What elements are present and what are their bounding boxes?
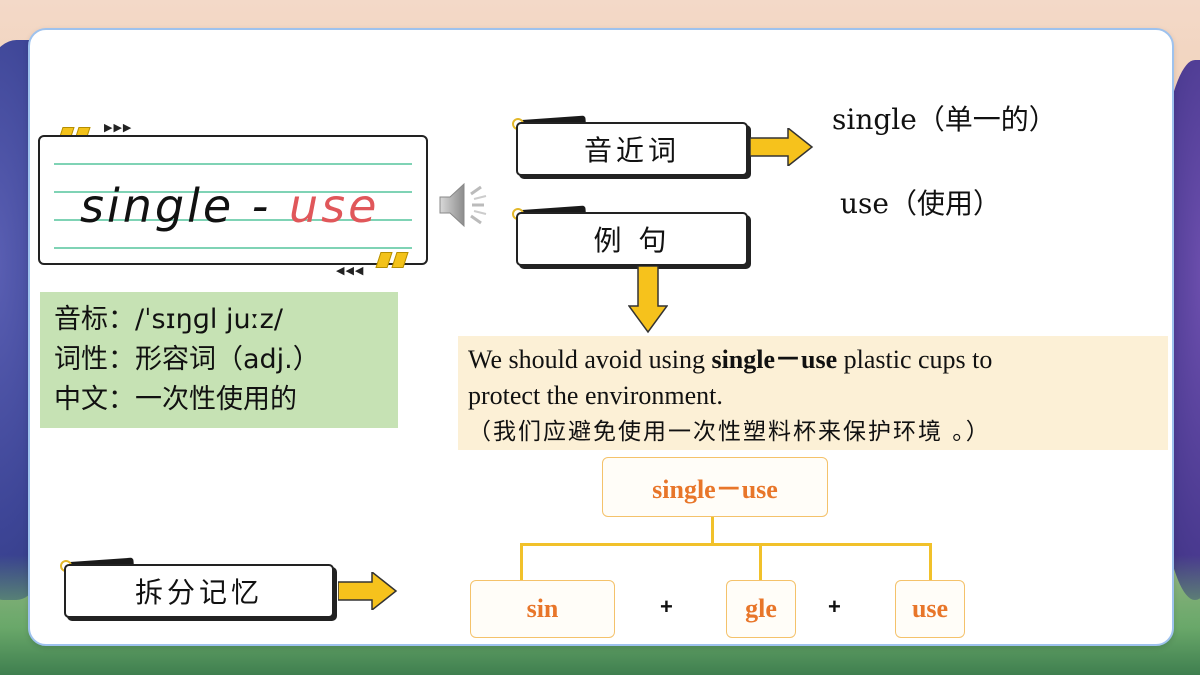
split-connector-left: [520, 543, 523, 583]
word-info-panel: 音标：/ˈsɪŋɡl juːz/ 词性：形容词（adj.） 中文：一次性使用的: [40, 292, 398, 428]
speaker-icon[interactable]: [436, 178, 492, 232]
example-translation: （我们应避免使用一次性塑料杯来保护环境 。）: [468, 419, 991, 445]
near-word-single: single（单一的）: [832, 103, 1057, 136]
split-connector-middle: [759, 543, 762, 581]
tag-example: 例 句: [516, 212, 748, 266]
phonetic-text: 音标：/ˈsɪŋɡl juːz/: [54, 304, 283, 335]
meaning-text: 中文：一次性使用的: [54, 384, 297, 415]
decor-triangles-bottom: ◀◀◀: [336, 264, 365, 277]
split-connector-horizontal: [520, 543, 932, 546]
split-part-use: use: [895, 580, 965, 638]
vocabulary-word: single - use: [80, 179, 379, 233]
split-connector-vertical: [711, 517, 714, 545]
example-sentence-panel: We should avoid using single－use plastic…: [458, 336, 1168, 450]
handwriting-lines: [54, 163, 412, 249]
split-part-gle: gle: [726, 580, 796, 638]
tag-split-memory: 拆分记忆: [64, 564, 334, 618]
word-part-single: single: [80, 179, 235, 233]
word-dash: -: [234, 179, 290, 233]
part-of-speech-text: 词性：形容词（adj.）: [54, 344, 320, 375]
example-sentence-line1: We should avoid using single－use plastic…: [468, 345, 993, 374]
decor-triangles-top: ▶▶▶: [104, 121, 133, 134]
plus-sign-1: +: [660, 594, 673, 619]
word-card: single - use: [38, 135, 428, 265]
plus-sign-2: +: [828, 594, 841, 619]
arrow-down-icon: [628, 266, 668, 334]
arrow-right-split-icon: [338, 572, 398, 610]
arrow-right-icon: [750, 128, 814, 166]
split-connector-right: [929, 543, 932, 581]
example-sentence-line2: protect the environment.: [468, 381, 723, 410]
split-root-box: single－use: [602, 457, 828, 517]
near-word-use: use（使用）: [840, 187, 1001, 220]
quote-mark-right-icon: [375, 252, 409, 268]
split-part-sin: sin: [470, 580, 615, 638]
word-part-use: use: [289, 179, 380, 233]
tag-near-words: 音近词: [516, 122, 748, 176]
